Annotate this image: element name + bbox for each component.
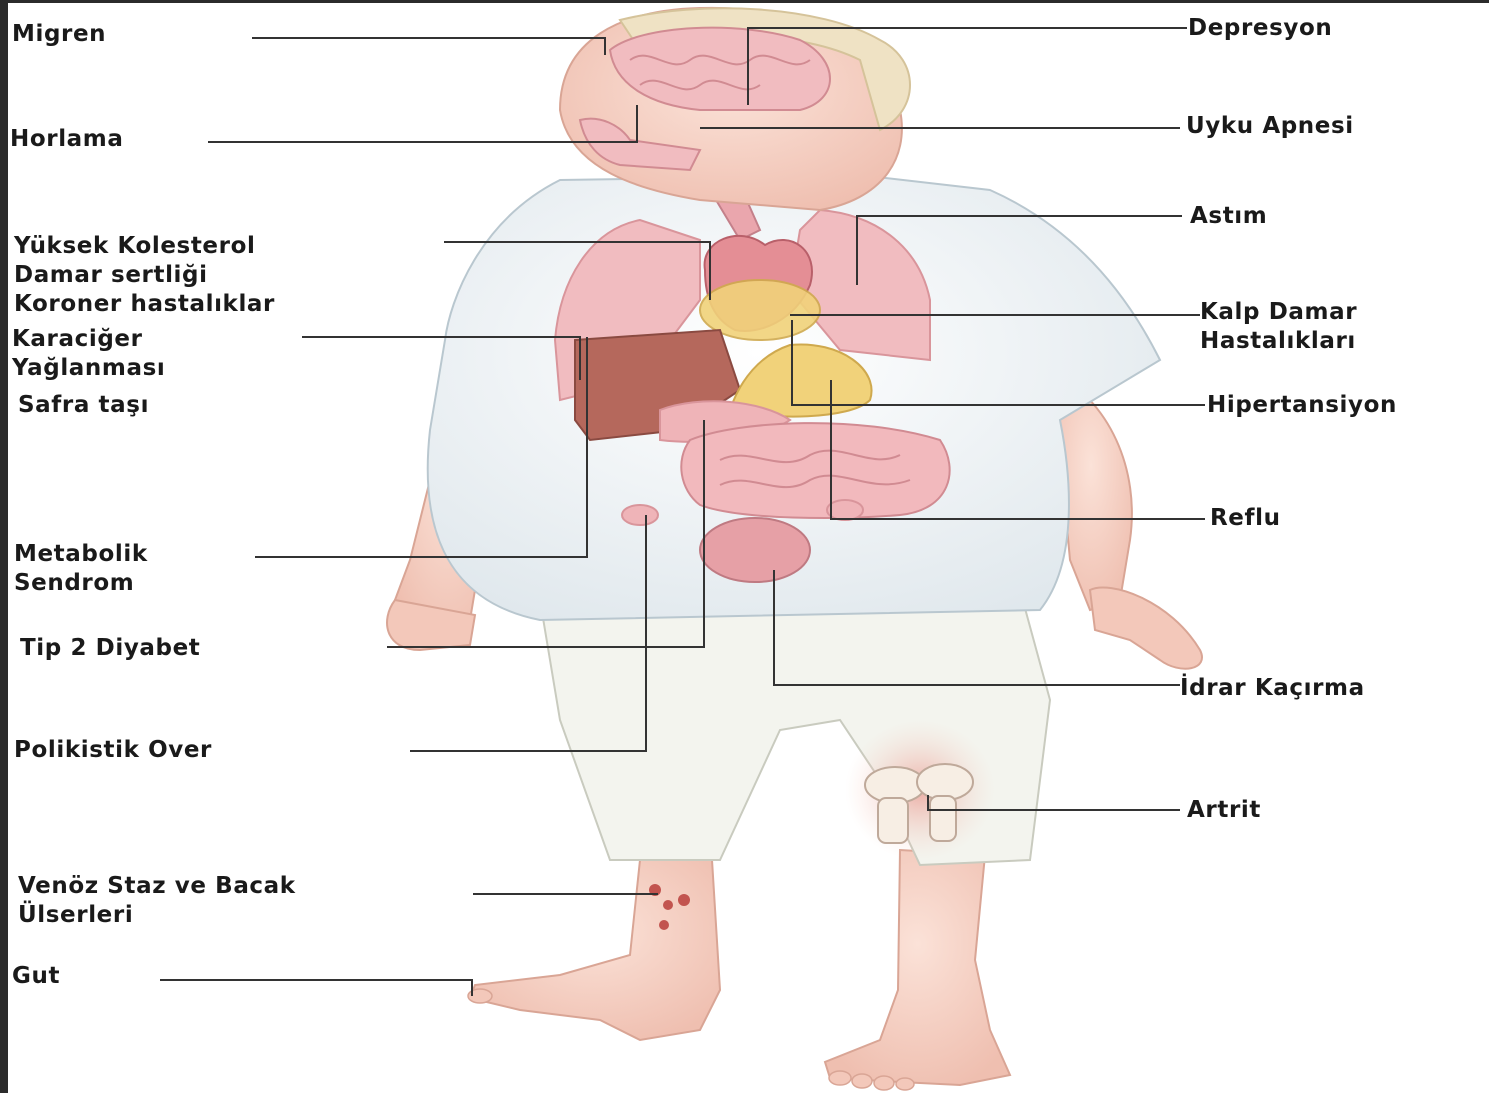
label-venoz-line2: Ülserleri — [18, 901, 296, 930]
label-horlama: Horlama — [10, 125, 123, 154]
ovary-left — [622, 505, 658, 525]
label-uyku-apnesi: Uyku Apnesi — [1186, 112, 1354, 141]
label-kalp-line1: Kalp Damar — [1200, 298, 1357, 327]
label-karaciger-line1: Karaciğer — [12, 325, 165, 354]
right-lower-leg — [825, 850, 1010, 1085]
left-lower-leg — [470, 860, 720, 1040]
label-karaciger-line2: Yağlanması — [12, 354, 165, 383]
label-metabolik: Metabolik Sendrom — [14, 540, 148, 598]
line-migren — [252, 38, 605, 55]
label-depresyon: Depresyon — [1188, 14, 1332, 43]
label-artrit: Artrit — [1187, 796, 1261, 825]
bladder — [700, 518, 810, 582]
label-kalp-line2: Hastalıkları — [1200, 327, 1357, 356]
label-metabolik-line2: Sendrom — [14, 569, 148, 598]
label-karaciger: Karaciğer Yağlanması — [12, 325, 165, 383]
label-kolesterol-line3: Koroner hastalıklar — [14, 290, 275, 319]
ovary-right — [827, 500, 863, 520]
label-venoz: Venöz Staz ve Bacak Ülserleri — [18, 872, 296, 930]
label-idrar-kacirma: İdrar Kaçırma — [1180, 674, 1365, 703]
legs — [468, 850, 1010, 1090]
label-reflu: Reflu — [1210, 504, 1281, 533]
label-diyabet: Tip 2 Diyabet — [20, 634, 200, 663]
label-migren: Migren — [12, 20, 106, 49]
label-kolesterol-line2: Damar sertliği — [14, 261, 275, 290]
label-metabolik-line1: Metabolik — [14, 540, 148, 569]
label-gut: Gut — [12, 962, 60, 991]
label-hipertansiyon: Hipertansiyon — [1207, 391, 1397, 420]
label-kalp: Kalp Damar Hastalıkları — [1200, 298, 1357, 356]
label-kolesterol: Yüksek Kolesterol Damar sertliği Koroner… — [14, 232, 275, 319]
label-astim: Astım — [1190, 202, 1267, 231]
label-polikistik: Polikistik Over — [14, 736, 212, 765]
label-venoz-line1: Venöz Staz ve Bacak — [18, 872, 296, 901]
intestines — [681, 423, 949, 518]
label-safra: Safra taşı — [18, 391, 149, 420]
right-hand — [1090, 588, 1202, 669]
label-kolesterol-line1: Yüksek Kolesterol — [14, 232, 275, 261]
line-gut — [160, 980, 472, 996]
